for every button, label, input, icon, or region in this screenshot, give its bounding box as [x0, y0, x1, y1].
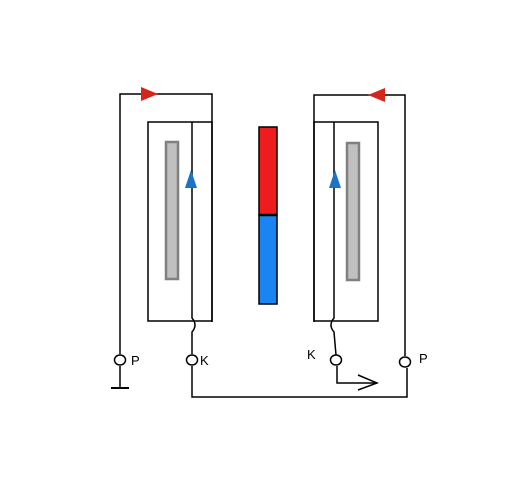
left-coil-frame	[147, 121, 213, 322]
bar-magnet	[258, 126, 278, 305]
left-crossover-wire	[191, 122, 196, 354]
terminal-labels: P K K P	[131, 347, 428, 368]
right-lead-wire	[336, 366, 377, 384]
terminal-icon	[329, 354, 343, 366]
right-crossover-wire	[330, 122, 337, 356]
terminal-icon	[113, 354, 127, 366]
terminal-icon	[398, 356, 412, 368]
label-right-inner: K	[307, 347, 316, 362]
label-left-inner: K	[200, 353, 209, 368]
left-iron-core	[164, 140, 180, 281]
red-arrow-left-icon	[368, 88, 385, 102]
red-arrow-right-icon	[141, 87, 158, 101]
right-iron-core	[345, 141, 361, 282]
magnet-south-pole	[258, 214, 278, 305]
right-outer-loop	[313, 94, 406, 356]
magnet-north-pole	[258, 126, 278, 216]
current-arrows	[141, 87, 385, 188]
blue-arrow-up-icon	[329, 170, 341, 188]
connecting-wire	[191, 366, 408, 398]
left-outer-loop	[119, 93, 213, 354]
bottom-wiring	[111, 366, 408, 398]
label-right-outer: P	[419, 351, 428, 366]
terminal-icon	[185, 354, 199, 366]
terminals	[113, 354, 412, 368]
label-left-outer: P	[131, 353, 140, 368]
right-coil	[313, 94, 406, 356]
blue-arrow-up-icon	[185, 170, 197, 188]
left-coil	[119, 93, 213, 354]
open-arrow-right-icon	[357, 374, 380, 391]
